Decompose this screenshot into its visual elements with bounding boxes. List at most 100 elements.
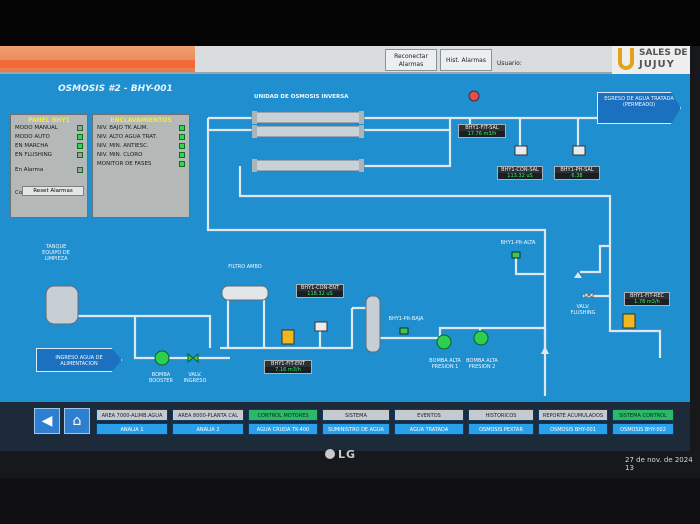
hp2-label: BOMBA ALTA PRESION 2 [466,358,498,370]
membrane-vessels [251,111,365,172]
alarm-history-button[interactable]: Hist. Alarmas [440,49,492,71]
nav-osmosis-bhy-002[interactable]: OSMOSIS BHY-002 [612,423,674,435]
plant-label: UNIDAD DE OSMOSIS INVERSA [254,94,349,100]
brand-label: LG [338,448,357,461]
nav-system[interactable]: SISTEMA [322,409,390,421]
page-title: OSMOSIS #2 - BHY-001 [58,84,173,94]
panel-bhy1-title: PANEL BHY1 [28,117,70,124]
interlock-row: NIV. ALTO AGUA TRAT. [93,133,189,142]
interlock-led [179,134,185,140]
mode-auto-row: MODO AUTO [11,133,87,142]
user-label: Usuario: [497,60,522,67]
nav-area-8000[interactable]: AREA 8000-PLANTA CAL [172,409,244,421]
navigation-bar: ◀ ⌂ AREA 7000-ALIMB.AGUA AREA 8000-PLANT… [0,402,690,451]
interlock-led [179,161,185,167]
membrane-cap [359,111,364,124]
alarm-row: En Alarma [11,166,87,175]
brand-logo-icon [325,449,335,459]
hp-pump-1-icon [436,334,452,350]
scada-screen: Reconectar Alarmas Hist. Alarmas Usuario… [0,46,690,451]
filter-label: FILTRO AMBO [228,264,262,270]
membrane-cap [359,125,364,138]
membrane-cap [252,125,257,138]
alarm-banner-strip [0,60,195,68]
photo-timestamp: 27 de nov. de 2024 13 [625,456,693,472]
flush-valve-icon [584,291,594,299]
nav-raw-water[interactable]: AGUA CRUDA TK-400 [248,423,318,435]
reset-alarms-button[interactable]: Reset Alarmas [22,186,84,196]
membrane-cap [359,159,364,172]
mode-manual-row: MODO MANUAL [11,124,87,133]
home-icon[interactable]: ⌂ [64,408,90,434]
membrane-cap [252,111,257,124]
inlet-valve-label: VALV. INGRESO [183,372,207,384]
nav-water-supply[interactable]: SUMINISTRO DE AGUA [322,423,390,435]
pit-low-label: BHY1-PIt-BAJA [388,316,424,322]
cleaning-tank [45,285,79,325]
wall-bottom [0,478,700,524]
membrane-vessel [251,159,365,172]
conductivity-out-icon [514,145,528,156]
membrane-vessel [251,111,365,124]
outlet-arrow: EGRESO DE AGUA TRATADA (PERMEADO) [597,92,681,124]
nav-osmosis-pextar[interactable]: OSMOSIS PEXTAR [468,423,534,435]
running-row: EN MARCHA [11,142,87,151]
logo-line-2: JUJUY [639,59,675,70]
hp-pump-2-icon [473,330,489,346]
interlock-row: NIV. MIN. CLORO [93,151,189,160]
cartridge-vessel [365,295,381,353]
flushing-led [77,152,83,158]
panel-interlocks-title: ENCLAVAMIENTOS [110,117,172,124]
nav-analia-1[interactable]: ANALIA 1 [96,423,168,435]
drain-valve-icon [541,346,549,354]
membrane-cap [252,159,257,172]
flow-in-icon [281,329,295,345]
monitor-bezel: Reconectar Alarmas Hist. Alarmas Usuario… [0,46,700,478]
nav-history[interactable]: HISTORICOS [468,409,534,421]
flush-valve-label: VALV. FLUSHING [570,304,596,316]
interlock-row: MONITOR DE FASES [93,160,189,169]
logo-line-1: SALES DE [639,48,688,58]
membrane-vessel [251,125,365,138]
flushing-row: EN FLUSHING [11,151,87,160]
nav-area-7000[interactable]: AREA 7000-ALIMB.AGUA [96,409,168,421]
interlock-row: NIV. MIN. ANTIESC. [93,142,189,151]
flow-rec-icon [622,313,636,329]
mode-auto-led [77,134,83,140]
nav-control-system[interactable]: SISTEMA CONTROL [612,409,674,421]
interlock-row: NIV. BAJO TK ALIM. [93,124,189,133]
nav-analia-2[interactable]: ANALIA 2 [172,423,244,435]
top-bar: Reconectar Alarmas Hist. Alarmas Usuario… [0,46,690,74]
nav-motor-control[interactable]: CONTROL MOTORES [248,409,318,421]
panel-bhy1: PANEL BHY1 MODO MANUAL MODO AUTO EN MARC… [10,114,88,218]
nav-treated-water[interactable]: AGUA TRATADA [394,423,464,435]
wall-top [0,0,700,46]
filter-housing [221,285,269,301]
process-diagram [45,90,662,396]
reconnect-alarms-button[interactable]: Reconectar Alarmas [385,49,437,71]
company-logo: SALES DE JUJUY [612,46,690,74]
nav-osmosis-bhy-001[interactable]: OSMOSIS BHY-001 [538,423,608,435]
pit-high-label: BHY1-PIt-ALTA [500,240,536,246]
ph-out-icon [572,145,586,156]
nav-events[interactable]: EVENTOS [394,409,464,421]
arrow-left-icon[interactable]: ◀ [34,408,60,434]
interlock-led [179,125,185,131]
check-valve-icon [574,272,582,278]
pit-low-icon [399,327,409,335]
tank-label: TANQUE EQUIPO DE LIMPIEZA [42,244,70,262]
nav-reports[interactable]: REPORTE ACUMULADOS [538,409,608,421]
alarm-led [77,167,83,173]
running-led [77,143,83,149]
inlet-arrow: INGRESO AGUA DE ALIMENTACION [36,348,122,372]
conductivity-in-icon [314,321,328,332]
pit-high-icon [511,251,521,259]
interlock-led [179,152,185,158]
logo-u-icon [618,48,634,70]
inlet-valve-icon [187,352,199,364]
